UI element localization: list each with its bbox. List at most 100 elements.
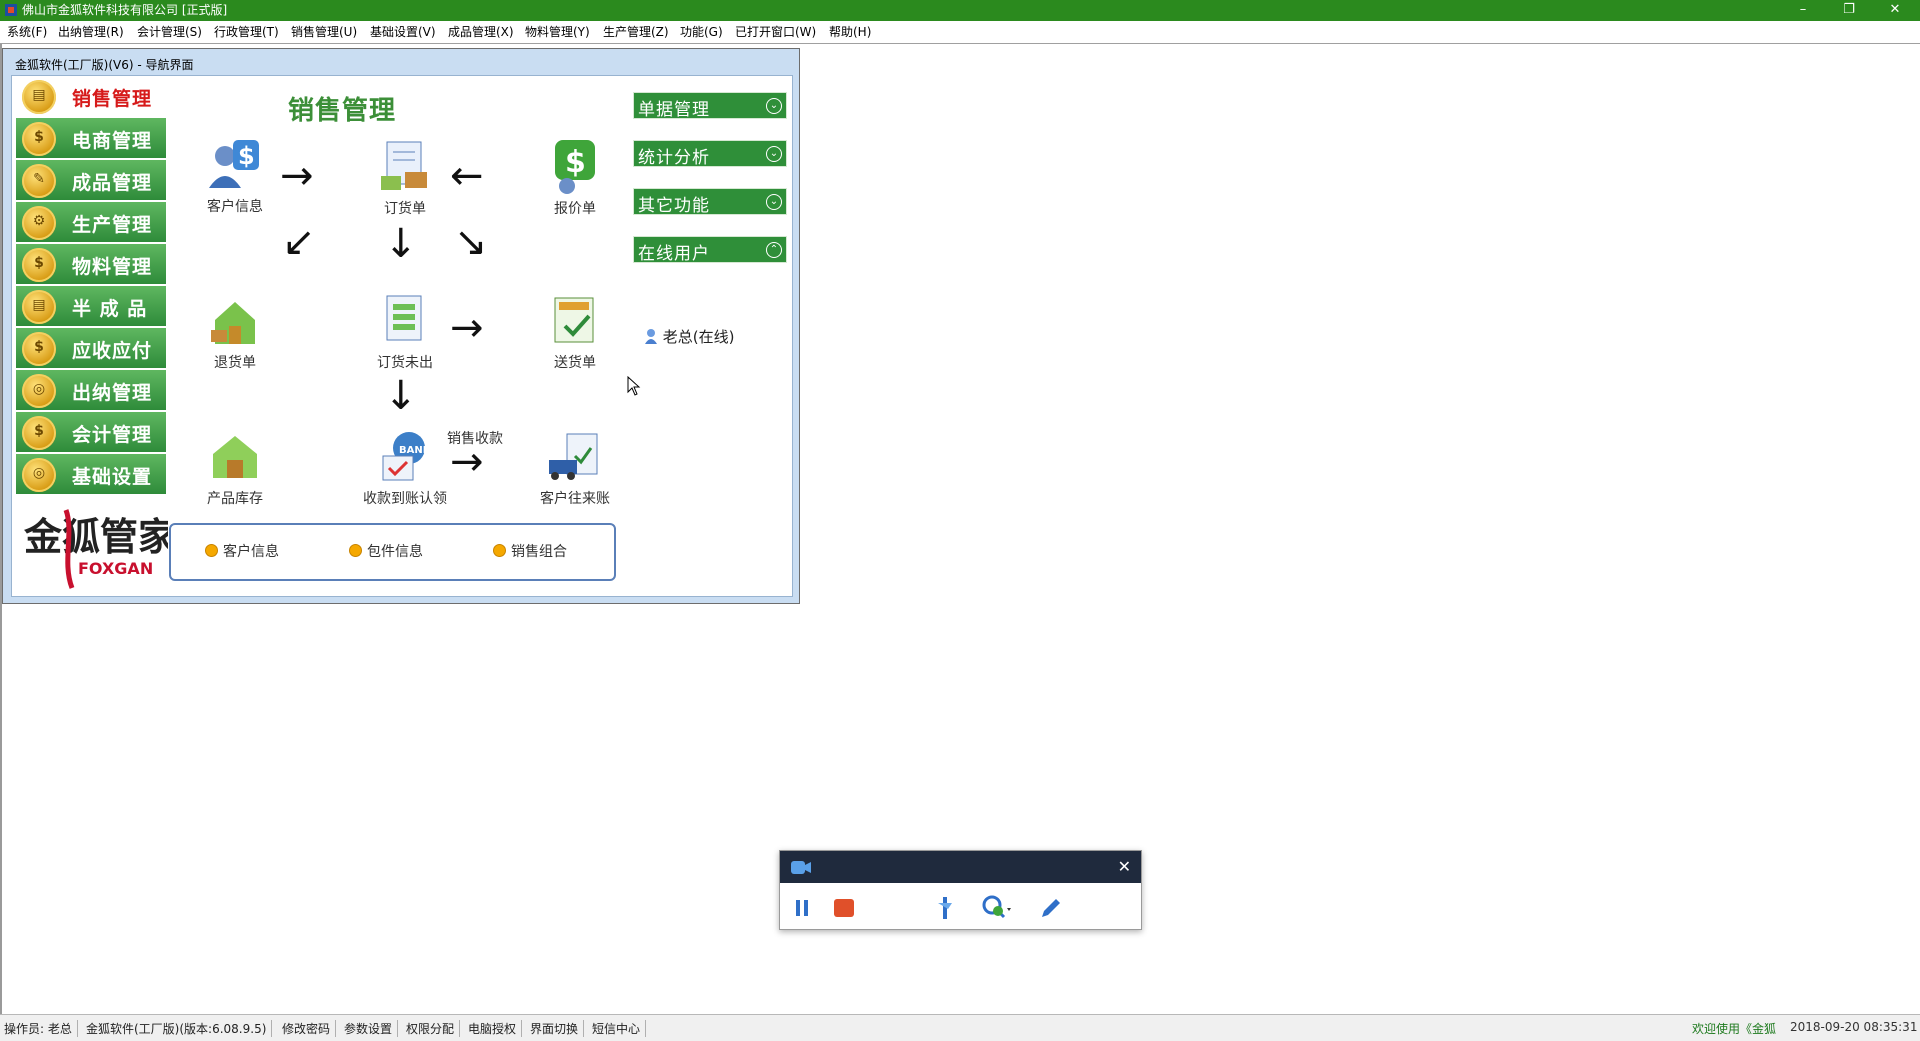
coin-icon: ◎	[22, 374, 56, 408]
stop-icon[interactable]	[832, 895, 856, 921]
operator-label: 操作员: 老总	[4, 1020, 78, 1037]
logo-text-en: FOXGAN	[78, 559, 153, 578]
menu-materials[interactable]: 物料管理(Y)	[525, 25, 590, 39]
foxgan-logo: 金狐管家 FOXGAN	[23, 509, 168, 589]
close-window-button[interactable]: ✕	[1889, 2, 1901, 17]
coin-icon: $	[22, 332, 56, 366]
menu-sales[interactable]: 销售管理(U)	[291, 25, 358, 39]
sidebar-item-label: 会计管理	[72, 424, 153, 446]
navigation-window-title: 金狐软件(工厂版)(V6) - 导航界面	[15, 58, 194, 72]
chevron-down-icon[interactable]: ⌄	[766, 146, 782, 162]
menu-production[interactable]: 生产管理(Z)	[603, 25, 669, 39]
sidebar-item-label: 物料管理	[72, 256, 153, 278]
menu-admin[interactable]: 行政管理(T)	[214, 25, 279, 39]
node-return[interactable]: 退货单	[180, 290, 290, 372]
coin-icon: $	[22, 248, 56, 282]
quicklink-sales-combo[interactable]: 销售组合	[493, 541, 567, 561]
panel-label: 单据管理	[638, 100, 710, 120]
menu-cashier[interactable]: 出纳管理(R)	[58, 25, 124, 39]
panel-online-users[interactable]: 在线用户 ⌃	[633, 236, 787, 264]
sidebar-item-ecommerce[interactable]: $ 电商管理	[16, 118, 166, 159]
recorder-header: ✕	[780, 851, 1141, 883]
quote-icon: $	[555, 140, 595, 194]
cursor-highlight-icon[interactable]	[934, 895, 958, 921]
chevron-down-icon[interactable]: ⌄	[766, 194, 782, 210]
sidebar-item-receivables[interactable]: $ 应收应付	[16, 328, 166, 369]
menu-open-windows[interactable]: 已打开窗口(W)	[735, 25, 817, 39]
sidebar-item-production[interactable]: ⚙ 生产管理	[16, 202, 166, 243]
app-icon	[5, 4, 17, 16]
online-user-item[interactable]: 老总(在线)	[644, 326, 735, 347]
quicklink-package-info[interactable]: 包件信息	[349, 541, 423, 561]
coin-icon: $	[22, 122, 56, 156]
pause-icon[interactable]	[792, 895, 812, 921]
panel-document-management[interactable]: 单据管理 ⌄	[633, 92, 787, 120]
arrow-down-right: ↘	[454, 219, 488, 265]
menu-accounting[interactable]: 会计管理(S)	[137, 25, 202, 39]
sidebar-item-materials[interactable]: $ 物料管理	[16, 244, 166, 285]
panel-other-functions[interactable]: 其它功能 ⌄	[633, 188, 787, 216]
quicklink-label: 客户信息	[223, 544, 279, 560]
navigation-body: ▤ 销售管理 $ 电商管理 ✎ 成品管理 ⚙ 生产管理 $ 物料管理 ▤ 半 成…	[11, 75, 793, 597]
restore-button[interactable]: ❐	[1843, 2, 1855, 17]
node-receipt-claim[interactable]: BANK 收款到账认领	[350, 426, 460, 508]
node-order[interactable]: 订货单	[350, 136, 460, 218]
sidebar-item-label: 成品管理	[72, 172, 153, 194]
menu-basic-settings[interactable]: 基础设置(V)	[370, 25, 436, 39]
chevron-down-icon[interactable]: ⌄	[766, 98, 782, 114]
ledger-icon	[549, 433, 598, 480]
pen-icon[interactable]	[1038, 895, 1064, 921]
user-icon	[645, 329, 657, 344]
coin-icon: ▤	[22, 80, 56, 114]
sidebar-item-accounting[interactable]: $ 会计管理	[16, 412, 166, 453]
chevron-up-icon[interactable]: ⌃	[766, 242, 782, 258]
quicklink-customer-info[interactable]: 客户信息	[205, 541, 279, 561]
inventory-icon	[213, 436, 257, 478]
node-quote[interactable]: $ 报价单	[520, 136, 630, 218]
menu-system[interactable]: 系统(F)	[7, 25, 48, 39]
parameter-settings-button[interactable]: 参数设置	[344, 1020, 399, 1037]
quicklinks-box: 客户信息 包件信息 销售组合	[169, 523, 616, 581]
sidebar-item-label: 出纳管理	[72, 382, 153, 404]
change-password-button[interactable]: 修改密码	[282, 1020, 337, 1037]
node-delivery[interactable]: 送货单	[520, 290, 630, 372]
minimize-button[interactable]: –	[1799, 2, 1807, 17]
module-sidebar: ▤ 销售管理 $ 电商管理 ✎ 成品管理 ⚙ 生产管理 $ 物料管理 ▤ 半 成…	[16, 76, 168, 596]
coin-icon: ▤	[22, 290, 56, 324]
sidebar-item-semi-finished[interactable]: ▤ 半 成 品	[16, 286, 166, 327]
panel-label: 统计分析	[638, 148, 710, 168]
node-label: 送货单	[554, 355, 596, 371]
computer-license-button[interactable]: 电脑授权	[468, 1020, 523, 1037]
sidebar-item-finished-goods[interactable]: ✎ 成品管理	[16, 160, 166, 201]
menu-products[interactable]: 成品管理(X)	[448, 25, 514, 39]
delivery-icon	[554, 297, 594, 343]
node-customer-info[interactable]: $ 客户信息	[180, 134, 290, 216]
sidebar-item-basic-settings[interactable]: ◎ 基础设置	[16, 454, 166, 495]
sidebar-item-cashier[interactable]: ◎ 出纳管理	[16, 370, 166, 411]
arrow-down-left: ↙	[282, 219, 316, 265]
menu-functions[interactable]: 功能(G)	[680, 25, 723, 39]
sms-center-button[interactable]: 短信中心	[592, 1020, 647, 1037]
sidebar-item-sales[interactable]: ▤ 销售管理	[16, 76, 166, 117]
online-user-label: 老总(在线)	[662, 328, 735, 346]
switch-interface-button[interactable]: 界面切换	[530, 1020, 585, 1037]
node-label: 客户信息	[207, 199, 263, 215]
node-label: 订货单	[384, 201, 426, 217]
close-icon[interactable]: ✕	[1117, 857, 1131, 876]
order-icon	[381, 141, 427, 190]
permission-button[interactable]: 权限分配	[406, 1020, 461, 1037]
zoom-icon[interactable]	[982, 895, 1012, 921]
menu-help[interactable]: 帮助(H)	[829, 25, 872, 39]
app-title-bar: 佛山市金狐软件科技有限公司 [正式版] – ❐ ✕	[0, 0, 1920, 21]
node-label: 客户往来账	[540, 491, 610, 507]
panel-label: 在线用户	[638, 244, 710, 264]
sidebar-item-label: 生产管理	[72, 214, 153, 236]
coin-icon: ⚙	[22, 206, 56, 240]
node-order-pending[interactable]: 订货未出	[350, 290, 460, 372]
node-label: 产品库存	[207, 491, 263, 507]
panel-statistics[interactable]: 统计分析 ⌄	[633, 140, 787, 168]
welcome-text: 欢迎使用《金狐	[1692, 1022, 1777, 1036]
status-bar: 操作员: 老总 金狐软件(工厂版)(版本:6.08.9.5) 修改密码 参数设置…	[0, 1014, 1920, 1041]
node-customer-ledger[interactable]: 客户往来账	[520, 426, 630, 508]
node-inventory[interactable]: 产品库存	[180, 426, 290, 508]
